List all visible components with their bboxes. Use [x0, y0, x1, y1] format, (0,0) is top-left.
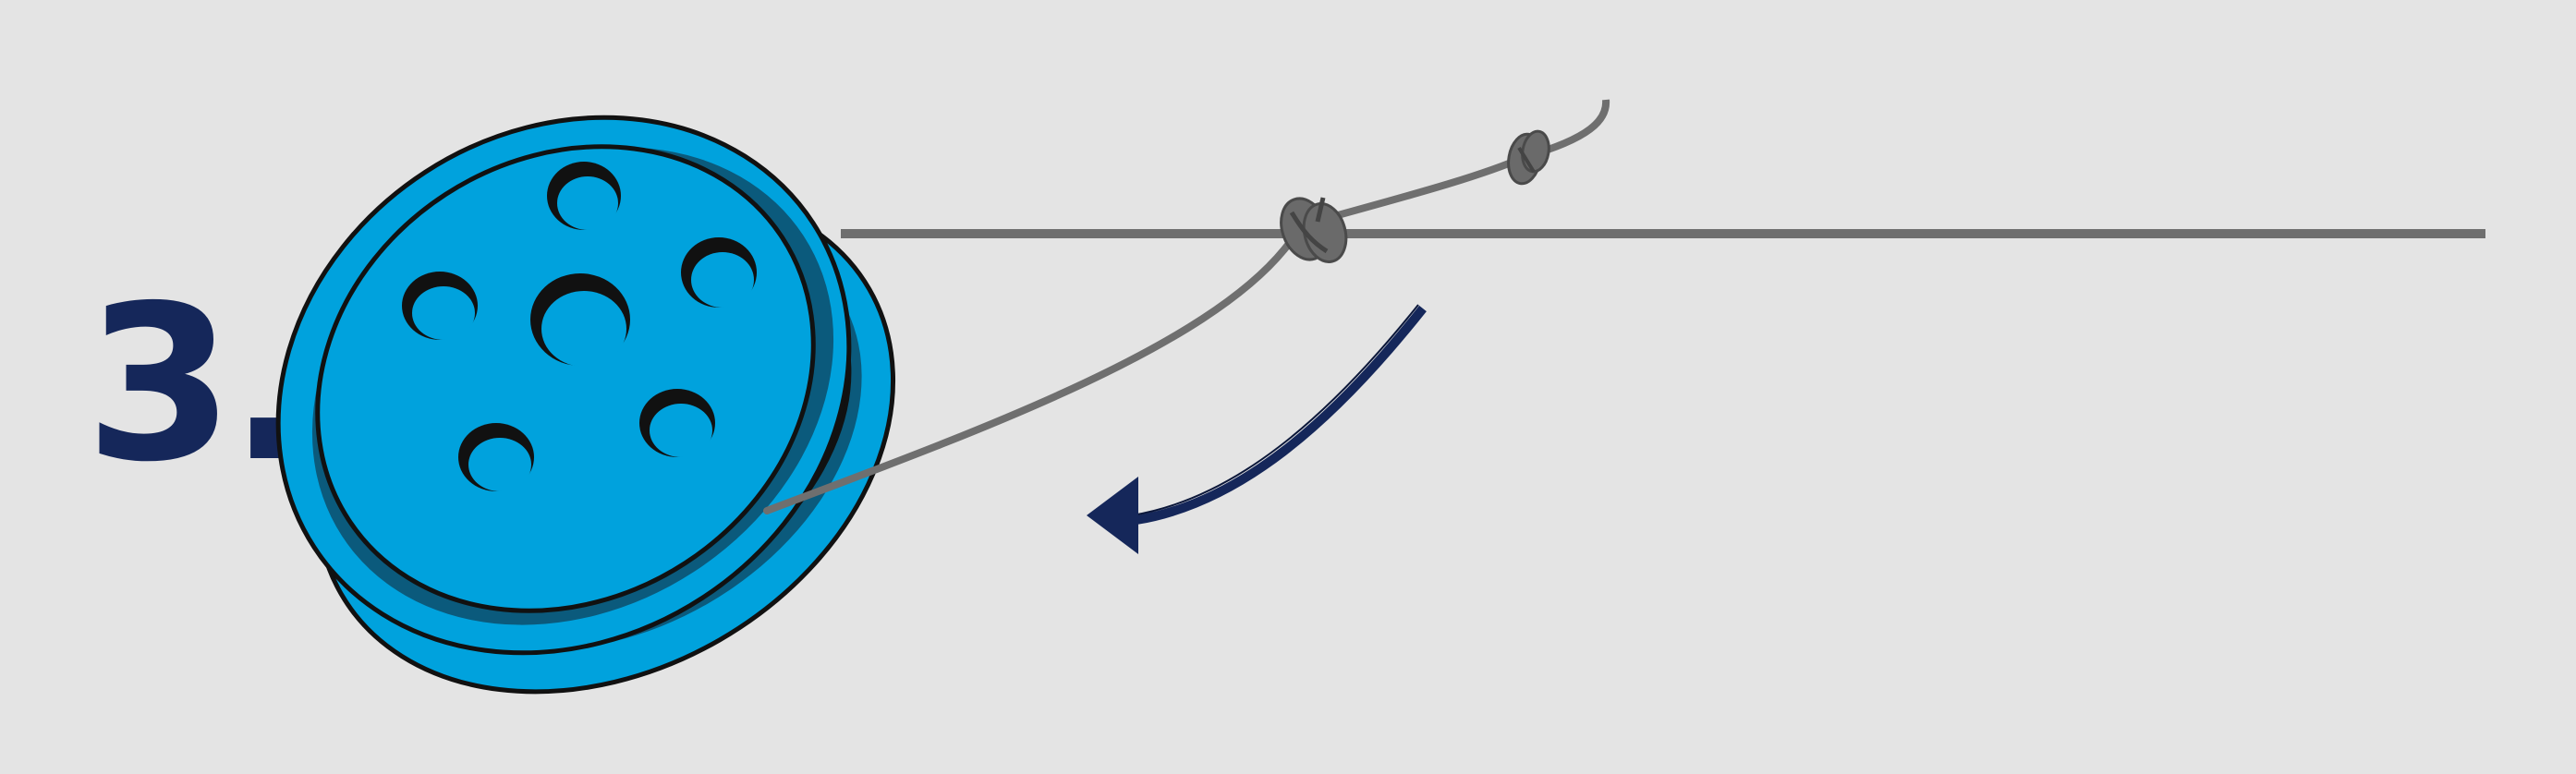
spool-hole [547, 162, 621, 230]
spool-icon [275, 115, 896, 695]
spool-hole [402, 272, 478, 340]
curved-arrow-icon [1087, 304, 1427, 554]
line-knot-icon [1280, 197, 1348, 263]
line-knot-icon [1507, 129, 1550, 186]
spool-hole [530, 273, 630, 367]
spool-hole [458, 423, 534, 491]
spool-holes [402, 162, 757, 491]
spool-front-face [315, 144, 816, 613]
spool-hole [639, 389, 715, 457]
tag-line-upper [1319, 99, 1610, 224]
step-number: 3. [85, 260, 310, 509]
spool-hole [681, 237, 757, 308]
